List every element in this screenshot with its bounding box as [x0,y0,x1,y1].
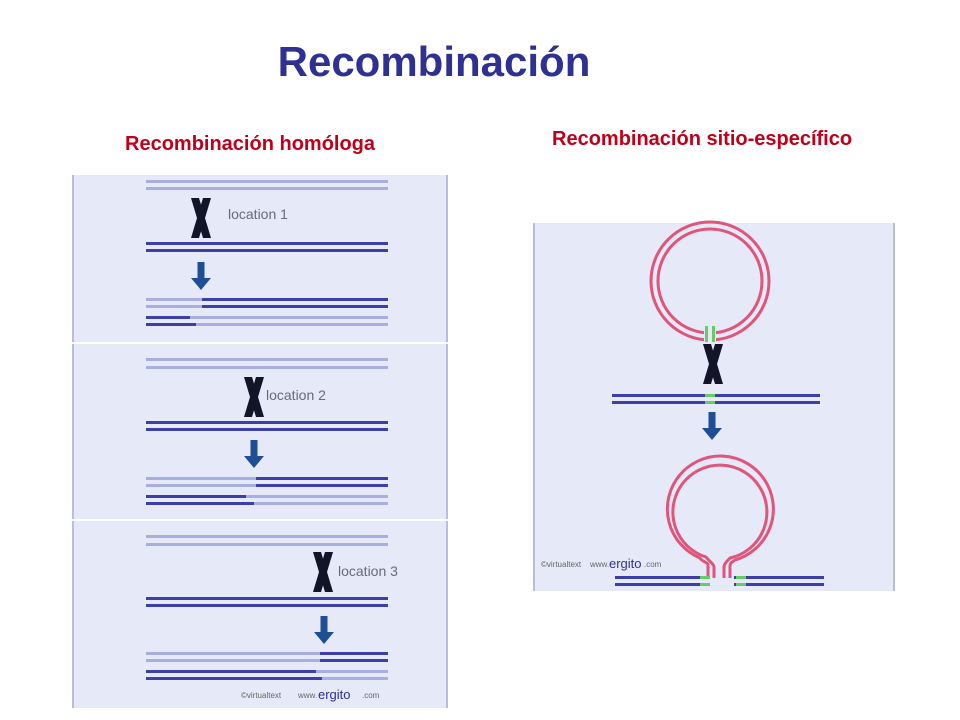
slide-title: Recombinación [277,38,591,85]
step-3: location 3 [146,535,398,680]
svg-text:.com: .com [644,560,662,569]
circular-dna [649,220,771,342]
dna-strand-light [146,535,388,538]
recombination-site [700,583,710,586]
site-specific-heading: Recombinación sitio-específico [552,128,853,150]
recombination-site [736,583,746,586]
recombination-site [712,326,715,342]
site-specific-credit: ©virtualtext www. ergito .com [541,556,662,571]
dna-strand-dark [146,428,388,431]
recombination-site [736,576,746,579]
homologous-panel: location 1 location 2 [72,175,448,708]
svg-text:.com: .com [362,691,380,700]
recombination-site [705,401,715,404]
dna-strand-dark [146,604,388,607]
integrated-product [615,454,824,586]
dna-strand-dark [146,421,388,424]
dna-strand-dark [146,597,388,600]
svg-text:©virtualtext: ©virtualtext [541,560,582,569]
homologous-panel-bg [72,175,448,708]
dna-strand-light [146,358,388,361]
step-1: location 1 [146,180,388,326]
recombination-site [705,394,715,397]
svg-text:ergito: ergito [318,687,351,702]
dna-strand-light [146,187,388,190]
dna-strand-light [146,543,388,546]
dna-strand-light [146,180,388,183]
recombinant-product [146,298,388,326]
location-label: location 1 [228,206,288,222]
dna-strand-light [146,366,388,369]
step-2: location 2 [146,358,388,505]
recombination-site [700,576,710,579]
location-label: location 2 [266,387,326,403]
linear-dna [612,393,820,405]
panel-divider [72,519,448,521]
svg-text:www.: www. [589,560,609,569]
svg-text:www.: www. [297,691,317,700]
recombinant-product [146,477,388,505]
dna-strand-dark [146,242,388,245]
site-specific-panel-bg [533,223,895,591]
homologous-heading: Recombinación homóloga [125,133,376,155]
recombinant-product [146,652,388,680]
dna-strand-dark [146,249,388,252]
panel-divider [72,342,448,344]
svg-text:ergito: ergito [609,556,642,571]
location-label: location 3 [338,563,398,579]
recombination-site [705,326,708,342]
site-specific-panel: ©virtualtext www. ergito .com [533,220,895,591]
svg-text:©virtualtext: ©virtualtext [241,691,282,700]
homologous-credit: ©virtualtext www. ergito .com [241,687,380,702]
